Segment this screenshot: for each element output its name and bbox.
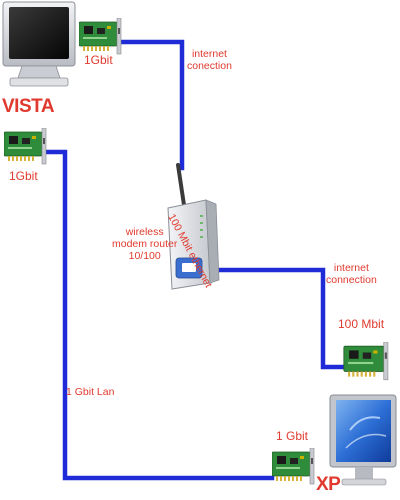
router-label: wireless modem router 10/100 — [112, 226, 177, 262]
cable-router-xp-internet — [215, 267, 347, 370]
cables — [37, 39, 347, 481]
vista-computer-label: VISTA — [2, 96, 55, 117]
wireless-router-icon — [167, 163, 220, 290]
right-internet-line1: internet — [333, 262, 369, 274]
right-internet-connection-label: internet connection — [326, 262, 377, 286]
right-nic-speed-label: 100 Mbit — [338, 317, 385, 331]
cable-lan — [37, 149, 275, 481]
network-card-icon — [4, 128, 47, 165]
top-nic-speed-label: 1Gbit — [84, 53, 113, 67]
top-internet-line2: conection — [187, 60, 232, 73]
vista-nic-speed-label: 1Gbit — [9, 169, 38, 183]
xp-nic-speed-label: 1 Gbit — [276, 429, 309, 443]
right-internet-line2: connection — [326, 274, 377, 287]
router-label-line3: 10/100 — [128, 250, 161, 263]
network-card-icon — [272, 448, 315, 485]
xp-computer-label: XP — [316, 474, 341, 495]
network-card-icon — [79, 18, 122, 55]
crt-monitor-icon — [2, 1, 76, 87]
cable-vista-router-internet — [115, 39, 185, 171]
lan-link-label: 1 Gbit Lan — [66, 386, 115, 398]
router-label-line2: modem router — [112, 238, 178, 251]
network-card-icon — [343, 342, 389, 381]
top-internet-connection-label: internet conection — [187, 48, 232, 72]
flat-monitor-icon — [329, 394, 397, 486]
router-label-line1: wireless — [125, 226, 164, 238]
top-internet-line1: internet — [191, 48, 227, 60]
